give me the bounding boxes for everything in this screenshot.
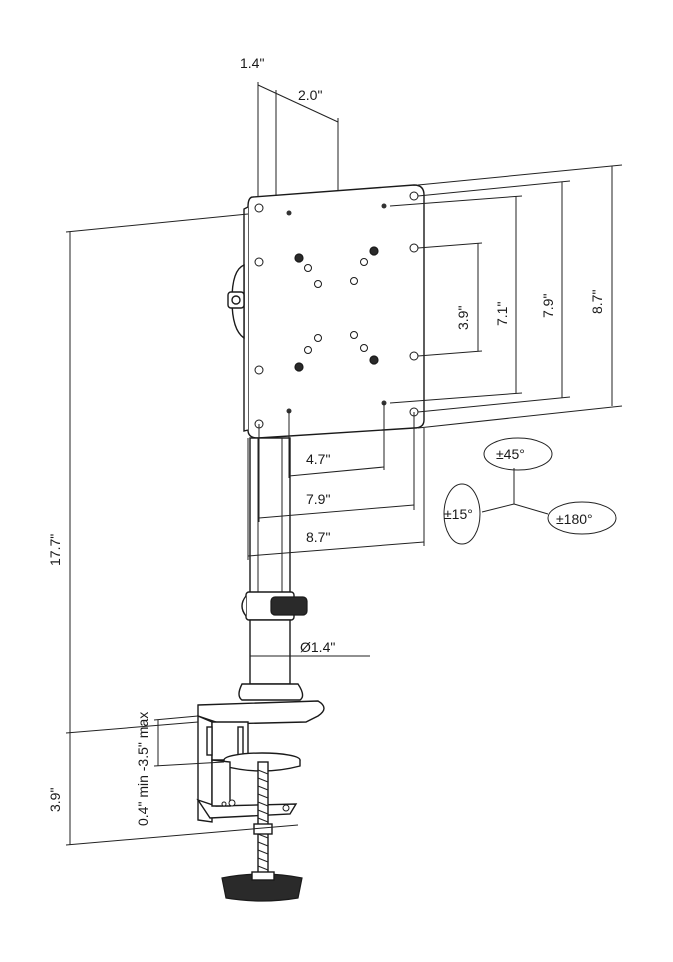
label-vesa-h-120: 4.7" xyxy=(306,451,330,467)
rotation-symbol xyxy=(443,437,617,545)
label-vesa-v-100: 3.9" xyxy=(455,306,471,330)
label-clamp-height: 3.9" xyxy=(47,788,63,812)
mounting-pole xyxy=(238,437,308,701)
dimension-lines xyxy=(65,82,623,846)
plate-tilt-knob xyxy=(227,263,245,340)
label-plate-height: 8.7" xyxy=(589,290,605,314)
desk-clamp xyxy=(196,700,325,823)
label-pole-diameter: Ø1.4" xyxy=(300,639,335,655)
label-pole-height: 17.7" xyxy=(47,534,63,566)
label-tilt: ±45° xyxy=(496,446,525,462)
label-arm-offset-top: 1.4" xyxy=(240,55,264,71)
dimension-labels: 1.4" 2.0" 17.7" 3.9" 7.1" 7.9" 8.7" 4.7"… xyxy=(47,55,605,826)
label-vesa-h-200: 7.9" xyxy=(306,491,330,507)
label-plate-depth: 2.0" xyxy=(298,87,322,103)
vesa-mounting-plate xyxy=(243,184,425,439)
label-clamp-range: 0.4" min -3.5" max xyxy=(135,712,151,826)
label-plate-width: 8.7" xyxy=(306,529,330,545)
label-vesa-v-75-plus: 7.1" xyxy=(494,302,510,326)
label-swivel: ±15° xyxy=(444,506,473,522)
label-vesa-v-200: 7.9" xyxy=(540,294,556,318)
clamp-screw xyxy=(221,761,303,902)
label-rotate: ±180° xyxy=(556,511,593,527)
